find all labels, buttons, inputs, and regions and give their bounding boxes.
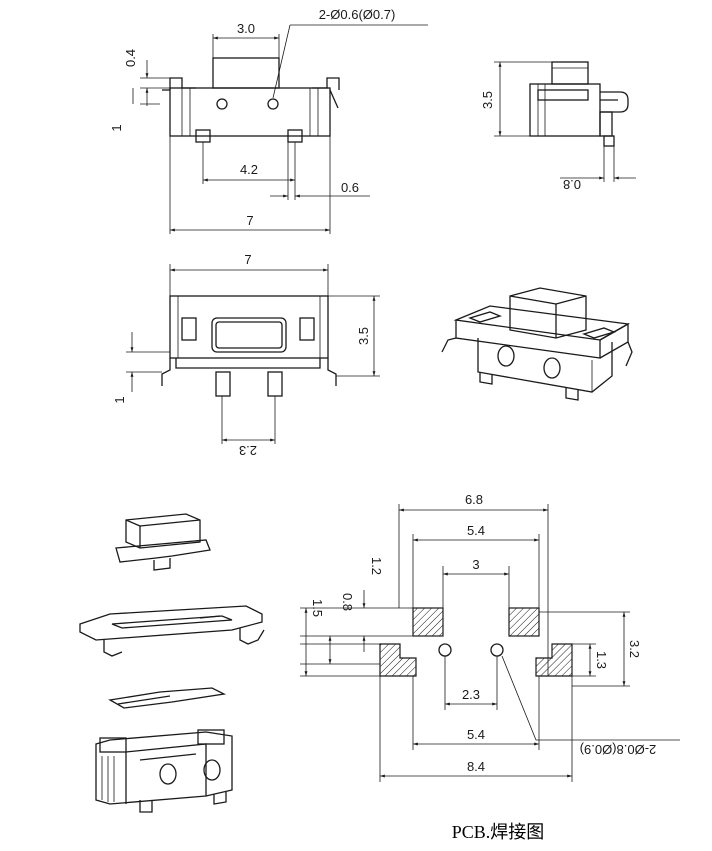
side-view <box>494 61 636 182</box>
dim-1-3: 1.3 <box>594 651 609 669</box>
dim-0-4: 0.4 <box>123 49 138 67</box>
top-view <box>132 24 428 234</box>
dim-5-4-bottom: 5.4 <box>467 727 485 742</box>
dim-3-5-front: 3.5 <box>356 327 371 345</box>
dim-1-5: 1.5 <box>310 599 325 617</box>
dim-0-8-side: 0.8 <box>563 177 581 192</box>
dim-1-2: 1.2 <box>369 557 384 575</box>
dim-0-6: 0.6 <box>341 180 359 195</box>
dim-8-4: 8.4 <box>467 759 485 774</box>
caption: PCB.焊接图 <box>452 822 545 842</box>
dim-holes-pcb: 2-Ø0.8(Ø0.9) <box>580 742 657 757</box>
dim-7-top: 7 <box>246 213 253 228</box>
pcb-layout <box>300 504 680 782</box>
isometric-view <box>441 287 633 401</box>
exploded-view <box>79 513 265 813</box>
dim-4-2: 4.2 <box>240 162 258 177</box>
dim-3-pcb: 3 <box>472 557 479 572</box>
dim-3-0: 3.0 <box>237 21 255 36</box>
dim-holes-top: 2-Ø0.6(Ø0.7) <box>319 7 396 22</box>
dim-2-3-pcb: 2.3 <box>462 687 480 702</box>
dim-2-3-front: 2.3 <box>239 443 257 458</box>
dim-5-4-top: 5.4 <box>467 523 485 538</box>
front-view <box>126 264 380 444</box>
dim-1-top: 1 <box>109 124 124 131</box>
dim-3-5-side: 3.5 <box>480 91 495 109</box>
dim-1-front: 1 <box>112 396 127 403</box>
dim-6-8: 6.8 <box>465 492 483 507</box>
dim-0-8-pcb: 0.8 <box>340 593 355 611</box>
dim-7-front: 7 <box>244 252 251 267</box>
dim-3-2: 3.2 <box>627 640 642 658</box>
